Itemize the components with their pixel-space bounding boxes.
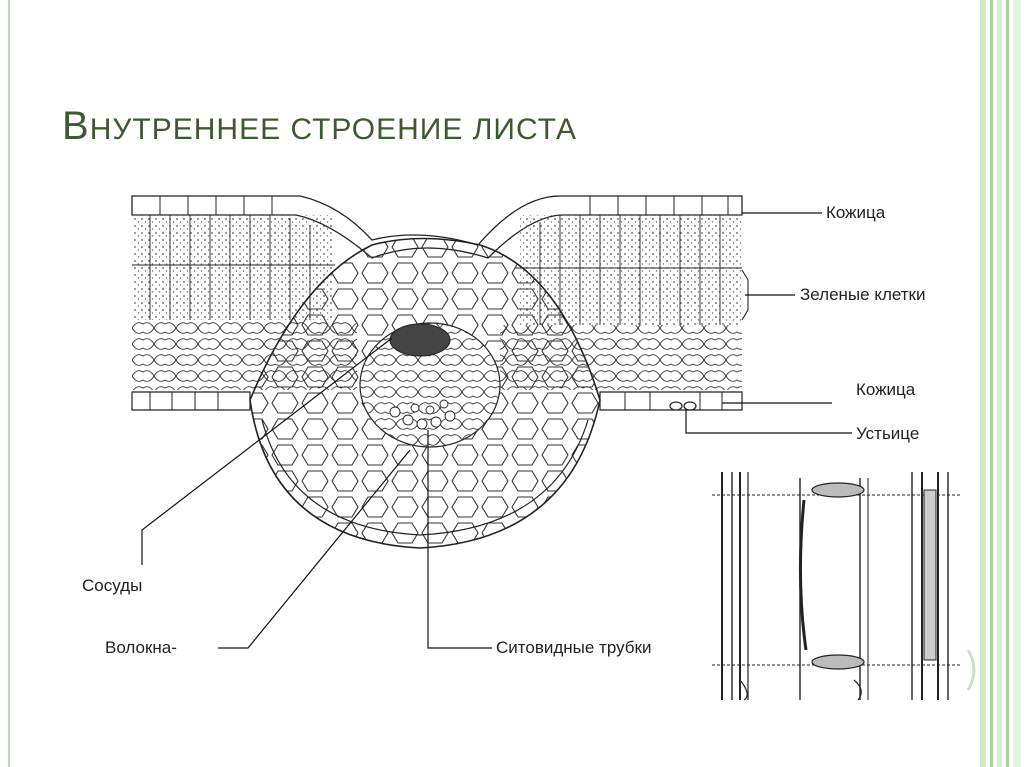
longitudinal-section bbox=[712, 472, 976, 701]
title-initial: В bbox=[62, 104, 90, 148]
slide-frame-stripe bbox=[990, 0, 993, 767]
label-sieve-tubes: Ситовидные трубки bbox=[496, 638, 652, 657]
label-fibers: Волокна- bbox=[105, 638, 177, 657]
slide-frame-left bbox=[8, 0, 10, 767]
label-stomata: Устьице bbox=[856, 424, 920, 443]
stoma-guard-cell bbox=[683, 401, 697, 411]
slide-frame-stripe bbox=[1006, 0, 1009, 767]
label-epidermis-top: Кожица bbox=[826, 203, 886, 222]
slide-frame-stripe bbox=[1013, 0, 1021, 767]
leader-lines bbox=[141, 212, 852, 649]
slide-frame-stripe bbox=[980, 0, 986, 767]
title-rest: НУТРЕННЕЕ СТРОЕНИЕ ЛИСТА bbox=[89, 113, 577, 146]
label-epidermis-bottom: Кожица bbox=[856, 380, 916, 399]
leaf-cross-section bbox=[131, 195, 743, 549]
label-green-cells: Зеленые клетки bbox=[800, 285, 926, 304]
slide-frame-stripe bbox=[997, 0, 1002, 767]
stoma-guard-cell bbox=[669, 401, 683, 411]
slide-title: ВНУТРЕННЕЕ СТРОЕНИЕ ЛИСТА bbox=[62, 104, 577, 149]
label-vessels: Сосуды bbox=[82, 576, 143, 595]
vessels-cluster bbox=[389, 323, 451, 357]
